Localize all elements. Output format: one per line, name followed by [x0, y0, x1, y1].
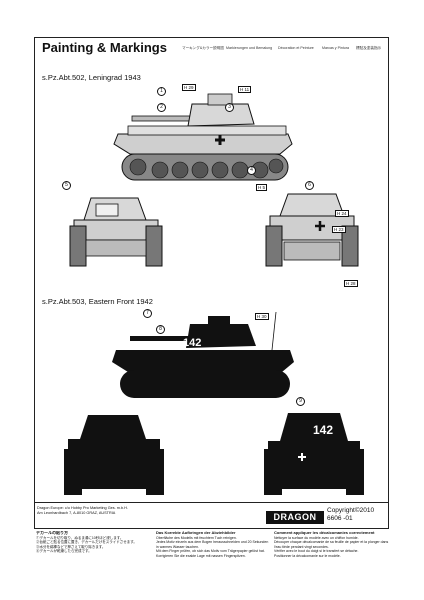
- header-label-de: Markierungen und Bemalung: [226, 46, 273, 50]
- callout-4: 4: [247, 166, 256, 175]
- tag-h23: H 23: [332, 226, 346, 233]
- tank-front-view-503: [64, 415, 164, 495]
- turret-number-rear: 142: [313, 423, 334, 437]
- callout-3: 3: [225, 103, 234, 112]
- tag-h24: H 24: [335, 210, 349, 217]
- notes-de: Das Korrekte Aufbringen der Abziehbilder…: [156, 531, 271, 595]
- notes-fr-line: Positionner la décalcomanie sur le modèl…: [274, 553, 341, 558]
- address-line-2: Am Leonhardbach 7, A-8010 GRAZ, AUSTRIA: [37, 511, 116, 515]
- tag-h30: H 30: [255, 313, 269, 320]
- notes-de-line: Korrigieren Sie die exakte Lage mit nass…: [156, 553, 246, 558]
- tag-h5: H 5: [256, 184, 268, 191]
- notes-jp-line: ④デカールが乾燥したら完成です。: [36, 549, 92, 554]
- instruction-frame: [34, 37, 389, 503]
- callout-6: 6: [305, 181, 314, 190]
- header-label-jp: マーキング&カラー説明図: [182, 46, 224, 50]
- callout-5: 5: [62, 181, 71, 190]
- tank-rear-view-502: [265, 193, 359, 267]
- notes-de-line: Jedes Motiv einzeln aus dem Bogen heraus…: [156, 540, 269, 549]
- notes-fr: Comment appliquer les décalcomanies corr…: [274, 531, 389, 595]
- notes-fr-line: Nettoyer la surface du modèle avec un ch…: [274, 535, 359, 540]
- tank-side-view-503: [112, 311, 294, 398]
- notes-jp: デカールの貼り方 ①デカールを切り取り、ぬるま湯に10秒ほど浸します。 ②台紙ご…: [36, 531, 151, 595]
- section-title-502: s.Pz.Abt.502, Leningrad 1943: [42, 73, 141, 82]
- turret-number-side: 142: [183, 337, 202, 349]
- header: Painting & Markings マーキング&カラー説明図 Markier…: [34, 37, 389, 59]
- decal-instructions: デカールの貼り方 ①デカールを切り取り、ぬるま湯に10秒ほど浸します。 ②台紙ご…: [34, 531, 389, 595]
- header-label-cn: 標貼及塗装指示: [356, 46, 382, 50]
- notes-de-line: Oberfläche des Modells mit feuchtem Tuch…: [156, 535, 237, 540]
- header-label-fr: Décoration et Peinture: [278, 46, 314, 50]
- callout-1: 1: [157, 87, 166, 96]
- footer-address: Dragon Europe: c/o Hobby Pro Marketing G…: [37, 506, 128, 516]
- callout-8: 8: [156, 325, 165, 334]
- notes-fr-heading: Comment appliquer les décalcomanies corr…: [274, 531, 375, 535]
- notes-de-heading: Das Korrekte Aufbringen der Abziehbilder: [156, 531, 236, 535]
- address-line-1: Dragon Europe: c/o Hobby Pro Marketing G…: [37, 506, 128, 510]
- notes-jp-line: ③水分を綿棒などで押さえて取り除きます。: [36, 544, 106, 549]
- tag-h29: H 29: [182, 84, 196, 91]
- copyright-block: Copyright©2010 6606 -01: [327, 507, 374, 523]
- notes-fr-line: Vérifier avec le bout du doigt si le tra…: [274, 549, 359, 554]
- callout-9: 9: [296, 397, 305, 406]
- section-title-503: s.Pz.Abt.503, Eastern Front 1942: [42, 297, 153, 306]
- copyright-text: Copyright©2010: [327, 507, 375, 514]
- header-label-es: Marcas y Pintura: [322, 46, 349, 50]
- notes-fr-line: Découper chaque décalcomanie de sa feuil…: [274, 540, 389, 549]
- page-title: Painting & Markings: [42, 40, 167, 55]
- tank-side-view-502: [113, 93, 293, 181]
- dragon-logo: DRAGON: [266, 511, 324, 524]
- notes-jp-line: ①デカールを切り取り、ぬるま湯に10秒ほど浸します。: [36, 535, 124, 540]
- notes-jp-line: ②台紙ごと貼る位置に置き、デカールだけをスライドさせます。: [36, 540, 137, 545]
- tank-rear-view-503: [264, 413, 364, 495]
- tag-h28: H 28: [344, 280, 358, 287]
- footer: Dragon Europe: c/o Hobby Pro Marketing G…: [34, 503, 389, 529]
- callout-2: 2: [157, 103, 166, 112]
- tank-front-view-502: [69, 197, 163, 267]
- notes-de-line: Mit dem Finger prüfen, ob sich das Motiv…: [156, 549, 265, 554]
- notes-jp-heading: デカールの貼り方: [36, 531, 68, 535]
- product-code: 6606 -01: [327, 515, 353, 522]
- tag-h11: H 11: [238, 86, 252, 93]
- callout-7: 7: [143, 309, 152, 318]
